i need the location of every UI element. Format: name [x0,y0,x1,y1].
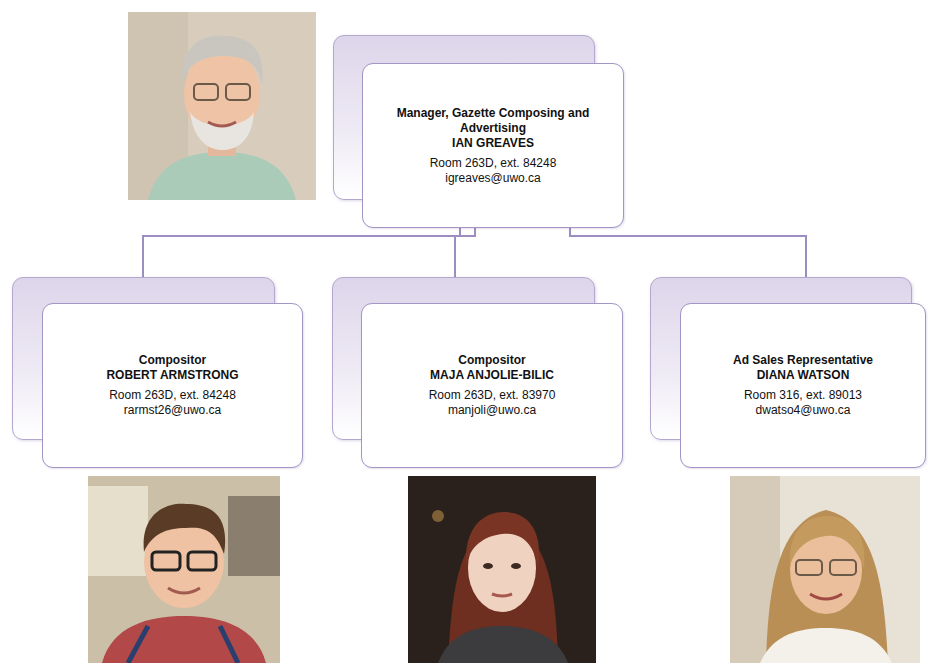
org-box: Manager, Gazette Composing and Advertisi… [362,63,624,228]
person-name: DIANA WATSON [757,368,850,383]
portrait-photo [408,476,596,663]
job-title: Manager, Gazette Composing and Advertisi… [373,106,613,136]
person-name: IAN GREAVES [452,136,534,151]
job-title: Compositor [139,353,206,368]
contact-line: Room 263D, ext. 83970 [429,388,556,403]
portrait-photo [128,12,316,200]
contact-line: igreaves@uwo.ca [445,171,541,186]
org-box: CompositorMAJA ANJOLIE-BILIC Room 263D, e… [361,303,623,468]
org-box: CompositorROBERT ARMSTRONG Room 263D, ext… [42,303,303,468]
contact-line: rarmst26@uwo.ca [124,403,222,418]
person-name: MAJA ANJOLIE-BILIC [430,368,554,383]
contact-line: dwatso4@uwo.ca [756,403,851,418]
job-title: Ad Sales Representative [733,353,873,368]
contact-line: Room 316, ext. 89013 [744,388,862,403]
portrait-photo [730,476,920,663]
portrait-photo [88,476,280,663]
contact-line: manjoli@uwo.ca [448,403,536,418]
contact-line: Room 263D, ext. 84248 [109,388,236,403]
contact-line: Room 263D, ext. 84248 [430,156,557,171]
person-name: ROBERT ARMSTRONG [106,368,238,383]
org-box: Ad Sales RepresentativeDIANA WATSON Room … [680,303,926,468]
job-title: Compositor [458,353,525,368]
